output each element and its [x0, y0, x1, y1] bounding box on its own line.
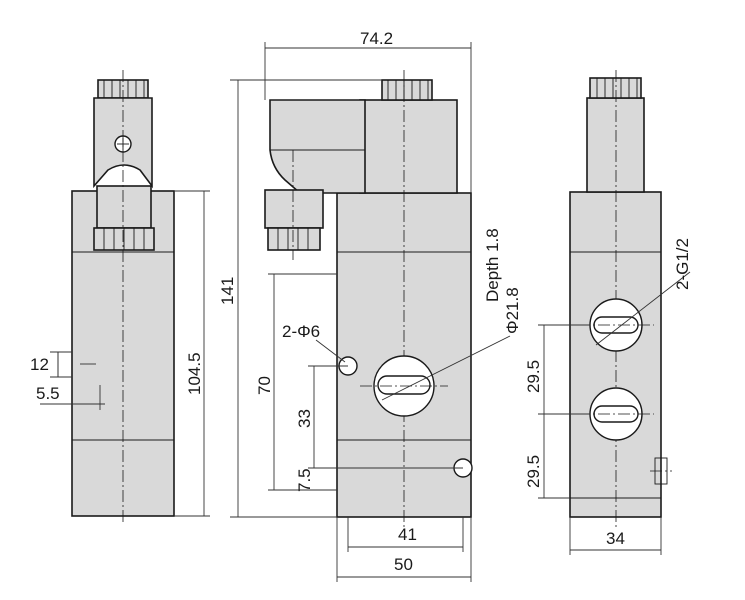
center-gland [264, 189, 324, 229]
dim-body-width: 50 [394, 555, 413, 574]
dim-side-width: 34 [606, 529, 625, 548]
dim-mount-span: 70 [255, 376, 274, 395]
center-view [230, 42, 511, 582]
dim-hole-bottom: 7.5 [295, 468, 314, 492]
center-nut [267, 227, 321, 251]
left-slot [57, 351, 73, 378]
dim-body-height: 104.5 [185, 352, 204, 395]
dim-hole-offset: 33 [295, 409, 314, 428]
dim-overall-height: 141 [218, 277, 237, 305]
dim-slot-offset: 5.5 [36, 384, 60, 403]
dim-port-pitch-lower: 29.5 [524, 455, 543, 488]
center-port-slot [377, 375, 431, 395]
center-connector [269, 99, 366, 194]
label-mount-holes: 2-Φ6 [282, 322, 320, 341]
right-view [538, 70, 691, 555]
center-coil [359, 99, 458, 194]
right-coil [586, 97, 645, 193]
dim-overall-width: 74.2 [360, 29, 393, 48]
label-port-depth: Depth 1.8 [483, 228, 502, 302]
label-port-dia: Φ21.8 [503, 287, 522, 334]
label-side-ports: 2-G1/2 [673, 238, 692, 290]
right-body [569, 191, 662, 518]
right-knob [589, 77, 642, 99]
dim-hole-spacing: 41 [398, 525, 417, 544]
dim-slot-height: 12 [30, 355, 49, 374]
dim-port-pitch-upper: 29.5 [524, 360, 543, 393]
center-knob [381, 79, 433, 101]
left-gland [96, 185, 152, 229]
left-view [40, 70, 210, 525]
